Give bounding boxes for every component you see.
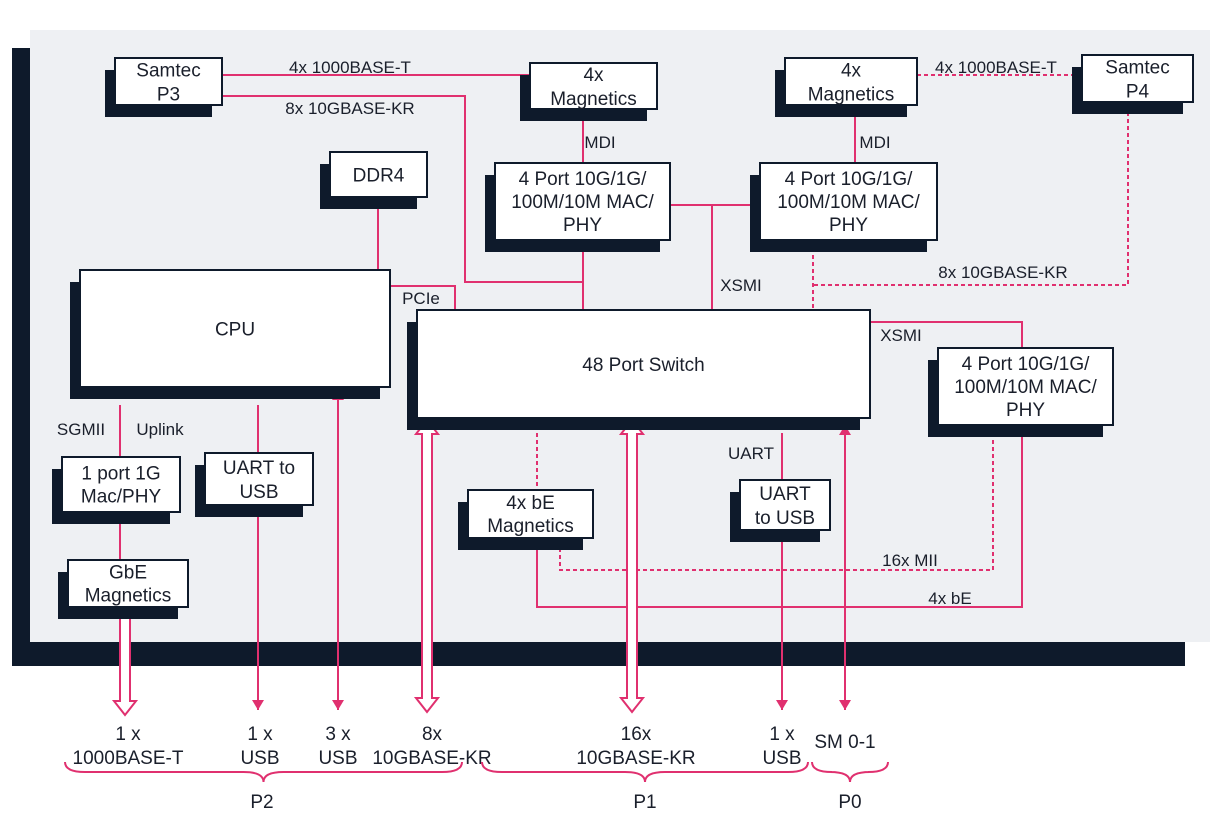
magnetics-box-b-label: 4x (841, 60, 862, 81)
uart-usb-box-b-label: UART (759, 484, 811, 505)
base-t-right-label: 4x 1000BASE-T (935, 58, 1057, 77)
brace-p0 (811, 761, 889, 783)
ddr4-box-label: DDR4 (353, 165, 405, 186)
kr-link-right (813, 105, 1129, 286)
xsmi-right-label: XSMI (880, 326, 922, 345)
phy-box-a-label: 100M/10M MAC/ (511, 192, 654, 213)
connector-label-1000base-t: 1000BASE-T (73, 748, 184, 769)
magnetics-box-a (529, 62, 658, 110)
xsmi-top-label: XSMI (720, 276, 762, 295)
switch-box (416, 309, 871, 419)
usb-arrow-c-head-bottom (776, 700, 788, 710)
be-label: 4x bE (928, 589, 971, 608)
connector-label-usb-1: USB (240, 748, 279, 769)
connector-label-kr-16: 10GBASE-KR (576, 748, 695, 769)
magnetics-box-b-label: Magnetics (808, 84, 895, 105)
group-label-p0: P0 (838, 792, 861, 813)
connector-label-usb-1: 1 x (247, 724, 273, 745)
xsmi-right-link (870, 321, 1023, 350)
connector-label-sm: SM 0-1 (814, 732, 875, 753)
base-t-left-label: 4x 1000BASE-T (289, 58, 411, 77)
kr-left-label: 8x 10GBASE-KR (285, 99, 414, 118)
phy-box-c-label: PHY (1006, 400, 1045, 421)
port-1g-box (61, 456, 181, 513)
cpu-box-label: CPU (215, 319, 255, 340)
cpu-box (79, 269, 391, 388)
connector-label-1000base-t: 1 x (115, 724, 141, 745)
samtec-p4-box-label: Samtec (1105, 57, 1169, 78)
group-label-p2: P2 (250, 792, 273, 813)
uart-usb-box-b (739, 479, 831, 531)
gbe-magnetics-box-label: Magnetics (85, 585, 172, 606)
gbe-hollow-arrow (111, 611, 139, 717)
samtec-p3-box-label: P3 (157, 84, 180, 105)
pcie-label: PCIe (402, 289, 440, 308)
usb-arrow-b-head-bottom (332, 700, 344, 710)
usb-arrow-a-head-bottom (252, 700, 264, 710)
phy-box-c-label: 4 Port 10G/1G/ (962, 354, 1091, 375)
ddr4-box (329, 151, 428, 198)
port-1g-box-label: 1 port 1G (81, 463, 160, 484)
phy-box-a-label: PHY (563, 215, 602, 236)
be-magnetics-box-label: Magnetics (487, 516, 574, 537)
samtec-p3-box (114, 57, 223, 106)
samtec-p4-box-label: P4 (1126, 81, 1150, 102)
magnetics-box-a-label: Magnetics (550, 89, 637, 110)
pcie-link (390, 285, 456, 310)
phy-box-b-label: PHY (829, 215, 868, 236)
phy-box-b-label: 4 Port 10G/1G/ (785, 169, 914, 190)
group-label-p1: P1 (633, 792, 656, 813)
magnetics-box-a-label: 4x (583, 65, 604, 86)
uplink-label: Uplink (136, 420, 184, 439)
samtec-p4-box (1081, 54, 1194, 103)
switch-box-label: 48 Port Switch (582, 355, 705, 376)
kr-link-left (222, 95, 583, 283)
connector-group: 1 x 1000BASE-T 1 x USB 3 x USB 8x 10GBASE-KR 16x… (64, 724, 889, 813)
uart-usb-box-a (204, 452, 314, 506)
phy-box-b (759, 162, 938, 241)
be-magnetics-box-label: 4x bE (506, 493, 555, 514)
gbe-magnetics-box-label: GbE (109, 562, 147, 583)
phy-box-b-label: 100M/10M MAC/ (777, 192, 920, 213)
sm-arrow-head-bottom (839, 700, 851, 710)
edge-labels: 4x 1000BASE-T 8x 10GBASE-KR 4x 1000BASE-T M… (57, 58, 1068, 608)
be-magnetics-box (467, 489, 594, 539)
connections (111, 74, 1129, 717)
phy-box-c (937, 347, 1114, 426)
magnetics-box-b (784, 57, 918, 106)
mii-label: 16x MII (882, 551, 938, 570)
uart-label: UART (728, 444, 774, 463)
port-1g-box-label: Mac/PHY (81, 486, 162, 507)
mii-link (559, 425, 994, 571)
connector-label-usb-1b: 1 x (769, 724, 795, 745)
connector-label-kr-8: 10GBASE-KR (372, 748, 491, 769)
connector-label-kr-8: 8x (422, 724, 443, 745)
uart-usb-box-b-label: to USB (755, 508, 815, 529)
phy-box-a-label: 4 Port 10G/1G/ (519, 169, 648, 190)
phy-box-a (494, 162, 671, 241)
be-link (536, 425, 1023, 608)
kr-right-label: 8x 10GBASE-KR (938, 263, 1067, 282)
uart-usb-box-a-label: USB (239, 482, 278, 503)
samtec-p3-box-label: Samtec (136, 60, 200, 81)
phy-box-c-label: 100M/10M MAC/ (954, 377, 1097, 398)
connector-label-kr-16: 16x (621, 724, 652, 745)
mdi-label-b: MDI (859, 133, 890, 152)
mdi-label-a: MDI (584, 133, 615, 152)
uart-usb-box-a-label: UART to (223, 458, 295, 479)
connector-label-usb-3: USB (318, 748, 357, 769)
brace-p1 (481, 761, 809, 783)
connector-label-usb-3: 3 x (325, 724, 351, 745)
brace-p2 (64, 761, 463, 783)
sgmii-label: SGMII (57, 420, 105, 439)
connector-label-usb-1b: USB (762, 748, 801, 769)
gbe-magnetics-box (67, 559, 189, 608)
